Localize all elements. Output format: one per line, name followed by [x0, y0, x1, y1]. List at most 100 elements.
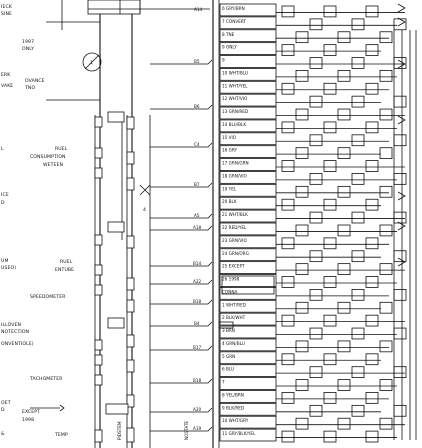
wire-row-box [219, 312, 277, 326]
pin-number: B18 [193, 299, 202, 304]
grid-cell [351, 95, 365, 108]
connector [126, 116, 135, 130]
grid-cell [337, 31, 351, 44]
grid-cell [295, 70, 309, 82]
grid-cell [295, 108, 309, 121]
grid-cell [379, 185, 393, 198]
gauge-symbol-icon [82, 52, 102, 72]
grid-cell [281, 314, 295, 327]
splice-symbol: 4 [139, 184, 151, 213]
grid-cell [365, 276, 379, 288]
grid-cell [393, 250, 407, 263]
grid-cell [351, 366, 365, 378]
grid-cell [309, 366, 323, 378]
grid-cell [337, 224, 351, 237]
wire [150, 182, 213, 188]
grid-cell [379, 379, 393, 391]
wire-label: 5 GRN [222, 354, 235, 359]
arrow-right-icon [397, 191, 406, 201]
left-label: ERK [1, 72, 11, 78]
wire-label: 12 WHT/VIO [222, 96, 248, 101]
grid-cell [365, 121, 379, 134]
rotated-label: PIDSTEM [117, 421, 122, 440]
connector [94, 147, 103, 159]
grid-cell [309, 211, 323, 224]
wire-row-box [219, 55, 277, 68]
wire-row-box [219, 222, 277, 236]
grid-cell [365, 198, 379, 211]
pin-number: B6 [194, 104, 200, 109]
wire-label: 9 BLK/RED [222, 405, 244, 410]
mid-label: OVANCE [25, 78, 45, 84]
grid-cell [365, 430, 379, 443]
wire-label: 21 WHT/BLK [222, 212, 248, 217]
wire-row-box [219, 428, 277, 442]
wire-label: 13 GRN/RED [222, 109, 248, 114]
wire-label: 6 GRY/BRN [222, 6, 245, 11]
component-boxes: 1 [46, 0, 210, 101]
wire-label: 10 WHT/BLU [222, 70, 248, 75]
wire [150, 225, 213, 231]
wire-label: 18 GRN/VIO [222, 173, 247, 178]
mid-labels: 1997 ONLY OVANCE TNO RUEL CONSUMPTION WE… [22, 39, 74, 438]
grid-cell [365, 44, 379, 56]
left-label: UM [1, 258, 9, 264]
grid-cell [309, 57, 323, 69]
grid-cell [323, 160, 337, 172]
wire-row-box [219, 248, 277, 262]
grid-cell [393, 404, 407, 417]
grid-cell [351, 18, 365, 31]
mid-label: ONLY [22, 46, 34, 52]
grid-cell [379, 70, 393, 82]
grid-cell [281, 121, 295, 134]
grid-cell [295, 263, 309, 275]
pin-number: A5 [194, 213, 200, 218]
connector-blocks [94, 111, 135, 443]
wire [150, 104, 213, 110]
wire-row-box [219, 402, 277, 416]
left-label: & [1, 431, 5, 437]
connector [94, 339, 103, 351]
wire [150, 299, 213, 305]
wire-label: 3 BRN [222, 328, 235, 333]
grid-cell [337, 108, 351, 121]
wire [150, 345, 213, 351]
grid-cell [295, 301, 309, 314]
left-label: SINE [1, 11, 12, 17]
grid-cell [323, 44, 337, 56]
wire-label: 25 EXCEPT [222, 264, 245, 269]
grid-cell [351, 57, 365, 69]
arrow-right-icon [397, 257, 406, 267]
connector-bracket [221, 275, 275, 295]
pin-number: B18 [193, 378, 202, 383]
grid-cell [379, 31, 393, 44]
grid-cell [351, 404, 365, 417]
wire-label: 9 [222, 58, 225, 63]
wire-row-box [219, 93, 277, 107]
connector [105, 403, 129, 415]
grid-cell [337, 379, 351, 391]
grid-cell [393, 173, 407, 185]
wire-row-box [219, 119, 277, 133]
wire [150, 407, 213, 413]
left-label: IECK [1, 4, 13, 10]
grid-cell [337, 147, 351, 159]
mid-label: RUEL [55, 146, 68, 152]
wire-label: 8 YEL/BRN [222, 392, 244, 397]
wire-label: 14 BLU/BLK [222, 122, 246, 127]
wire-row-box [219, 390, 277, 403]
grid-cell [281, 430, 295, 443]
grid-cell [379, 417, 393, 430]
grid-cell [281, 276, 295, 288]
arrow-right-icon [397, 17, 406, 27]
grid-cell [281, 160, 295, 172]
wire-row-box [219, 299, 277, 313]
mid-label: EXCEPT [22, 409, 40, 415]
pin-number: B14 [193, 261, 202, 266]
rotated-label: NOSTATE [184, 421, 189, 440]
pin-number: C4 [194, 142, 200, 147]
grid-cell [393, 18, 407, 31]
grid-cell [281, 237, 295, 250]
